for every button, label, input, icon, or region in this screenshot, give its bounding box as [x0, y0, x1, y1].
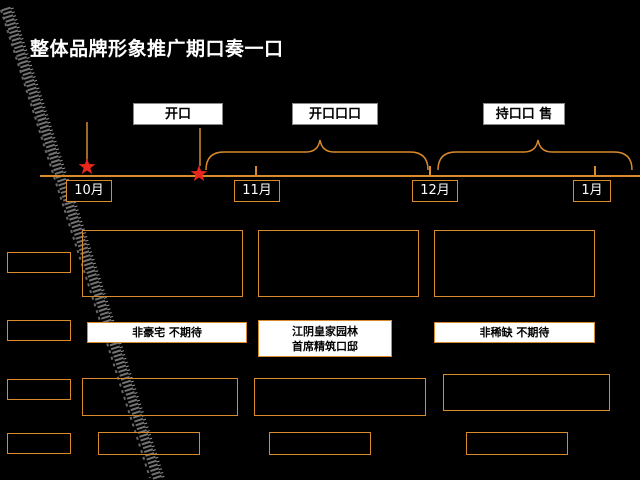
- brace-phase-3: [437, 139, 633, 171]
- month-label-dec: 12月: [412, 180, 458, 202]
- cell-row1-col3: [434, 230, 595, 297]
- row-header-1: [7, 252, 71, 273]
- month-label-jan: 1月: [573, 180, 611, 202]
- message-col2-line2: 首席精筑口邸: [292, 340, 358, 353]
- milestone-star-1: [78, 158, 96, 175]
- milestone-star-2: [190, 165, 208, 182]
- row-header-3: [7, 379, 71, 400]
- cell-row3-col2: [254, 378, 426, 416]
- row-header-4: [7, 433, 71, 454]
- cell-row3-col3: [443, 374, 610, 411]
- month-label-nov: 11月: [234, 180, 280, 202]
- cell-row3-col1: [82, 378, 238, 416]
- page-title: 整体品牌形象推广期口奏一口: [30, 38, 284, 60]
- phase-label-continued-sales: 持口口 售: [483, 103, 565, 125]
- cell-row4-col3: [466, 432, 568, 455]
- cell-row1-col1: [82, 230, 243, 297]
- cell-row1-col2: [258, 230, 419, 297]
- phase-label-opening: 开口口口: [292, 103, 378, 125]
- message-col2-line1: 江阴皇家园林: [292, 325, 358, 338]
- cell-row4-col1: [98, 432, 200, 455]
- phase-label-launch: 开口: [133, 103, 223, 125]
- message-col3: 非稀缺 不期待: [434, 322, 595, 343]
- month-label-oct: 10月: [66, 180, 112, 202]
- timeline-ticks: [255, 166, 596, 176]
- message-col2: 江阴皇家园林 首席精筑口邸: [258, 320, 392, 357]
- brace-phase-2: [205, 139, 429, 171]
- cell-row4-col2: [269, 432, 371, 455]
- diagonal-noise-stripe: [0, 6, 166, 480]
- message-col1: 非豪宅 不期待: [87, 322, 247, 343]
- row-header-2: [7, 320, 71, 341]
